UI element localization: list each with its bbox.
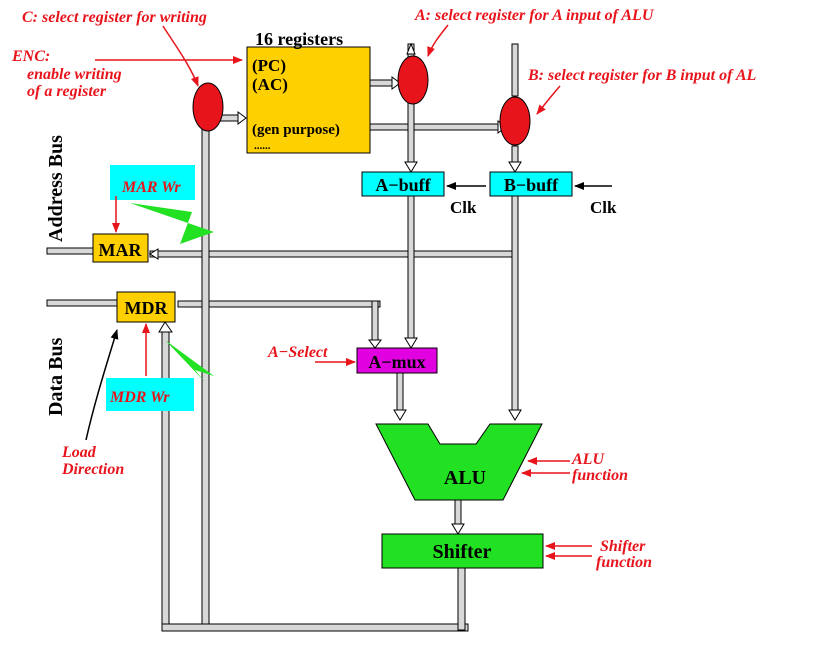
a-mux-label: A−mux <box>368 352 425 372</box>
a-select-label: A−Select <box>267 344 328 361</box>
shifter-output-line <box>457 567 466 631</box>
c-selector <box>192 82 224 132</box>
mdr-wr-label: MDR Wr <box>109 389 170 406</box>
address-bus-label: Address Bus <box>45 135 67 242</box>
mar-wr-label: MAR Wr <box>121 179 181 196</box>
shifter-label: Shifter <box>433 541 492 563</box>
b-selector <box>499 96 531 146</box>
mar-wr-box <box>110 165 195 200</box>
mar-register <box>92 233 149 263</box>
register-ac: (AC) <box>252 75 288 94</box>
enc-label-3: of a register <box>27 83 107 100</box>
register-file-title: 16 registers <box>255 29 343 49</box>
load-direction-label-1: Load <box>61 444 97 461</box>
alu-function-label-2: function <box>572 467 628 484</box>
mar-label: MAR <box>99 240 143 260</box>
c-select-label: C: select register for writing <box>22 9 207 26</box>
address-bus-pipe <box>46 247 94 255</box>
load-direction-label-2: Direction <box>61 461 124 478</box>
register-file <box>246 46 371 154</box>
register-pc: (PC) <box>252 56 286 75</box>
enc-label-2: enable writing <box>27 66 122 83</box>
a-selector <box>397 55 429 105</box>
b-buff-label: B−buff <box>504 175 559 195</box>
a-select-register-label: A: select register for A input of ALU <box>414 7 655 24</box>
b-buff <box>489 171 573 197</box>
a-mux <box>356 347 438 374</box>
shifter-function-label-2: function <box>596 554 652 571</box>
shifter-output-bus <box>161 623 469 632</box>
alu <box>375 423 543 501</box>
b-select-register-label: B: select register for B input of AL <box>527 67 757 84</box>
mdr-to-amux-pipe <box>177 300 381 308</box>
register-dots: ...... <box>254 140 271 152</box>
mdr-wr-box <box>106 378 194 411</box>
a-buff-label: A−buff <box>375 175 431 195</box>
mdr-register <box>116 291 176 323</box>
mdr-label: MDR <box>125 298 169 318</box>
shifter <box>381 533 544 569</box>
mdr-wr-green-arrow <box>165 340 214 382</box>
feedback-line-mdr <box>161 329 170 629</box>
enc-label-1: ENC: <box>11 48 50 65</box>
register-gen-purpose: (gen purpose) <box>252 122 340 138</box>
clk-a-label: Clk <box>450 198 477 217</box>
shifter-function-label-1: Shifter <box>600 538 646 555</box>
data-bus-pipe <box>46 299 118 307</box>
mar-wr-green-arrow <box>130 203 214 244</box>
a-buff <box>361 171 445 197</box>
alu-label: ALU <box>444 467 486 489</box>
clk-b-label: Clk <box>590 198 617 217</box>
data-bus-label: Data Bus <box>45 337 67 416</box>
alu-function-label-1: ALU <box>571 451 605 468</box>
